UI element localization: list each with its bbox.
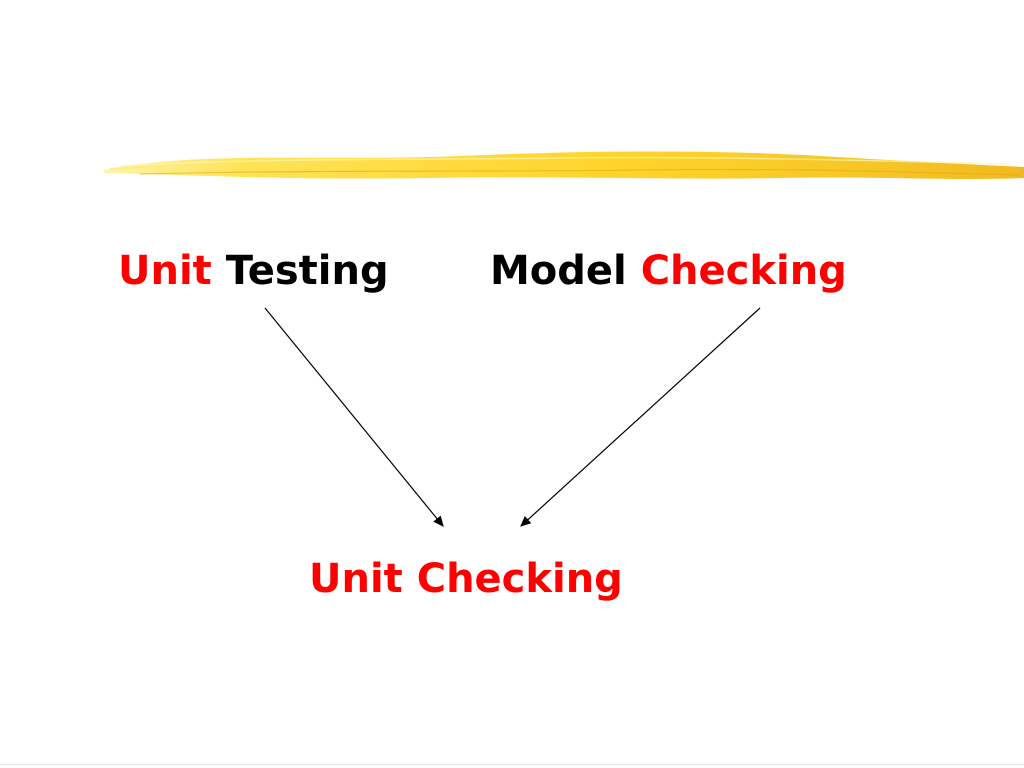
testing-word: Testing xyxy=(225,248,389,294)
unit-testing-label: Unit Testing xyxy=(118,251,389,291)
checking-word: Checking xyxy=(640,248,847,294)
arrow-left-icon xyxy=(264,307,444,527)
arrow-right-icon xyxy=(520,307,761,527)
bottom-divider xyxy=(0,764,1024,765)
model-checking-label: Model Checking xyxy=(490,251,847,291)
unit-checking-label: Unit Checking xyxy=(309,556,623,602)
unit-word: Unit xyxy=(118,248,212,294)
model-word: Model xyxy=(490,248,627,294)
